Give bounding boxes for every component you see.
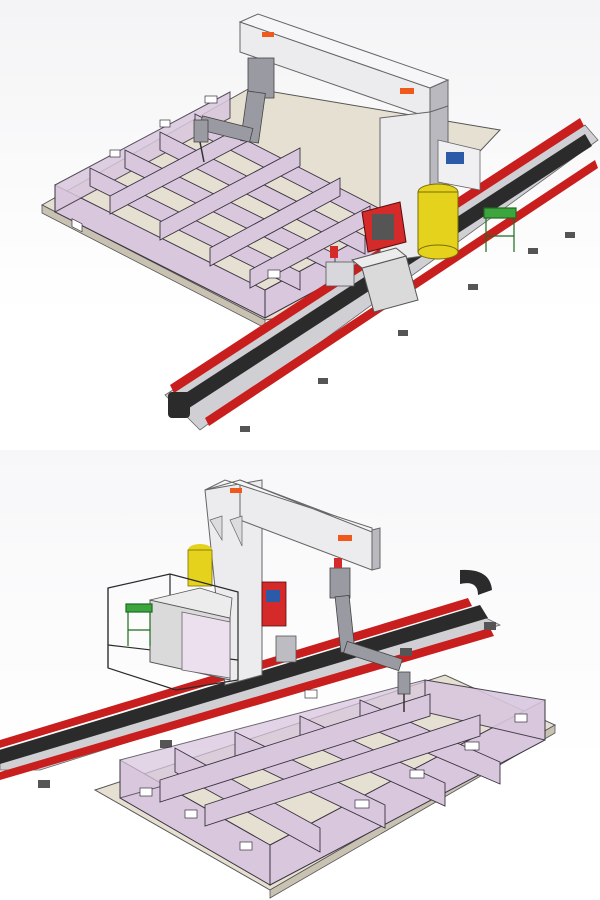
rail-end-cap [168, 392, 190, 418]
gas-tank-bottom [417, 244, 459, 260]
cabinet-bottom-top [149, 587, 233, 619]
robot-arm-bottom [329, 567, 411, 712]
rail-feet-bottom [38, 622, 496, 788]
workpiece-grid [89, 113, 391, 291]
control-screen [446, 152, 464, 164]
wall-cutouts-bottom [139, 689, 528, 851]
gantry-gussets [209, 515, 243, 547]
cable-chain-end [460, 569, 492, 595]
orange-tag-3 [338, 535, 352, 541]
trolley-box [325, 261, 355, 287]
gas-tank-body [417, 191, 459, 253]
rail-red-lower [0, 628, 494, 780]
rail-dark-bottom [0, 605, 488, 764]
red-marker [330, 246, 338, 258]
workpiece-grid-bottom [159, 693, 501, 853]
welding-unit-screen [266, 590, 280, 602]
control-cabinet-top [350, 247, 408, 269]
rail-feet [240, 232, 575, 432]
orange-tag-4 [230, 488, 242, 493]
welding-unit-bottom [261, 581, 287, 627]
green-stand-bottom [125, 603, 153, 646]
orange-tag-2 [262, 32, 274, 37]
panel-top-view [0, 0, 600, 450]
wall-cutouts [71, 95, 281, 279]
panel-front-view [0, 450, 600, 900]
gantry-beam-end [371, 527, 381, 571]
top-view-drawing [40, 13, 599, 432]
red-marker-2 [334, 558, 342, 568]
gas-tank-body-2 [187, 549, 213, 587]
front-view-drawing [0, 479, 557, 899]
wire-feeder [275, 635, 297, 663]
robot-arm-top [193, 57, 275, 163]
cabinet-front-face [181, 611, 231, 679]
welding-unit-panel [372, 214, 394, 240]
green-stand [483, 207, 517, 252]
orange-tag-1 [400, 88, 414, 94]
